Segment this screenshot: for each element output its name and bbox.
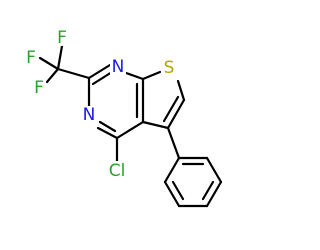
atom-f-left-label: F xyxy=(26,48,36,68)
atom-n-top: N xyxy=(110,57,126,77)
bond-s-c6 xyxy=(176,79,186,102)
bond-c6-c5-1 xyxy=(166,98,186,130)
atom-s-label: S xyxy=(164,58,175,78)
bond-ph-2 xyxy=(205,156,223,184)
bond-c7a-s xyxy=(141,70,162,81)
bond-c2-n-top-2 xyxy=(91,70,114,86)
atom-n-top-label: N xyxy=(112,57,125,77)
atom-f-left: F xyxy=(24,48,38,68)
atom-cl: Cl xyxy=(104,161,130,181)
bond-ph-inner-2 xyxy=(201,180,215,201)
atom-n-bottom-label: N xyxy=(83,105,96,125)
bond-ph-6 xyxy=(163,156,181,184)
bonds xyxy=(38,44,223,208)
bond-ph-3 xyxy=(205,180,223,208)
bond-c3a-c4 xyxy=(115,120,145,140)
bond-n-top-c7a xyxy=(124,71,145,81)
atom-f-top-label: F xyxy=(57,28,67,48)
atom-f-bottom: F xyxy=(32,78,46,98)
atom-n-bottom: N xyxy=(81,105,97,125)
bond-c4-n-bottom-2 xyxy=(98,120,117,133)
atom-f-bottom-label: F xyxy=(34,78,44,98)
atom-s: S xyxy=(161,58,177,78)
atom-f-top: F xyxy=(55,28,69,48)
bond-c5-phenyl xyxy=(166,126,181,160)
bond-cf3-f-left xyxy=(38,56,60,71)
bond-cf3-f-top xyxy=(56,44,64,71)
bond-c6-c5-2 xyxy=(162,95,180,123)
atom-cl-label: Cl xyxy=(109,161,126,181)
bond-c4-n-bottom-1 xyxy=(96,126,119,140)
molecule-structure: F F F N N S Cl xyxy=(24,28,223,208)
bond-c5-c3a xyxy=(141,120,170,130)
atom-labels: F F F N N S Cl xyxy=(24,28,177,181)
bond-c2-n-top-1 xyxy=(87,63,112,80)
bond-ph-inner-3 xyxy=(171,180,185,201)
bond-cf3-f-bottom xyxy=(45,67,60,84)
bond-ph-5 xyxy=(163,180,181,208)
bond-cf3-c2 xyxy=(56,67,91,80)
